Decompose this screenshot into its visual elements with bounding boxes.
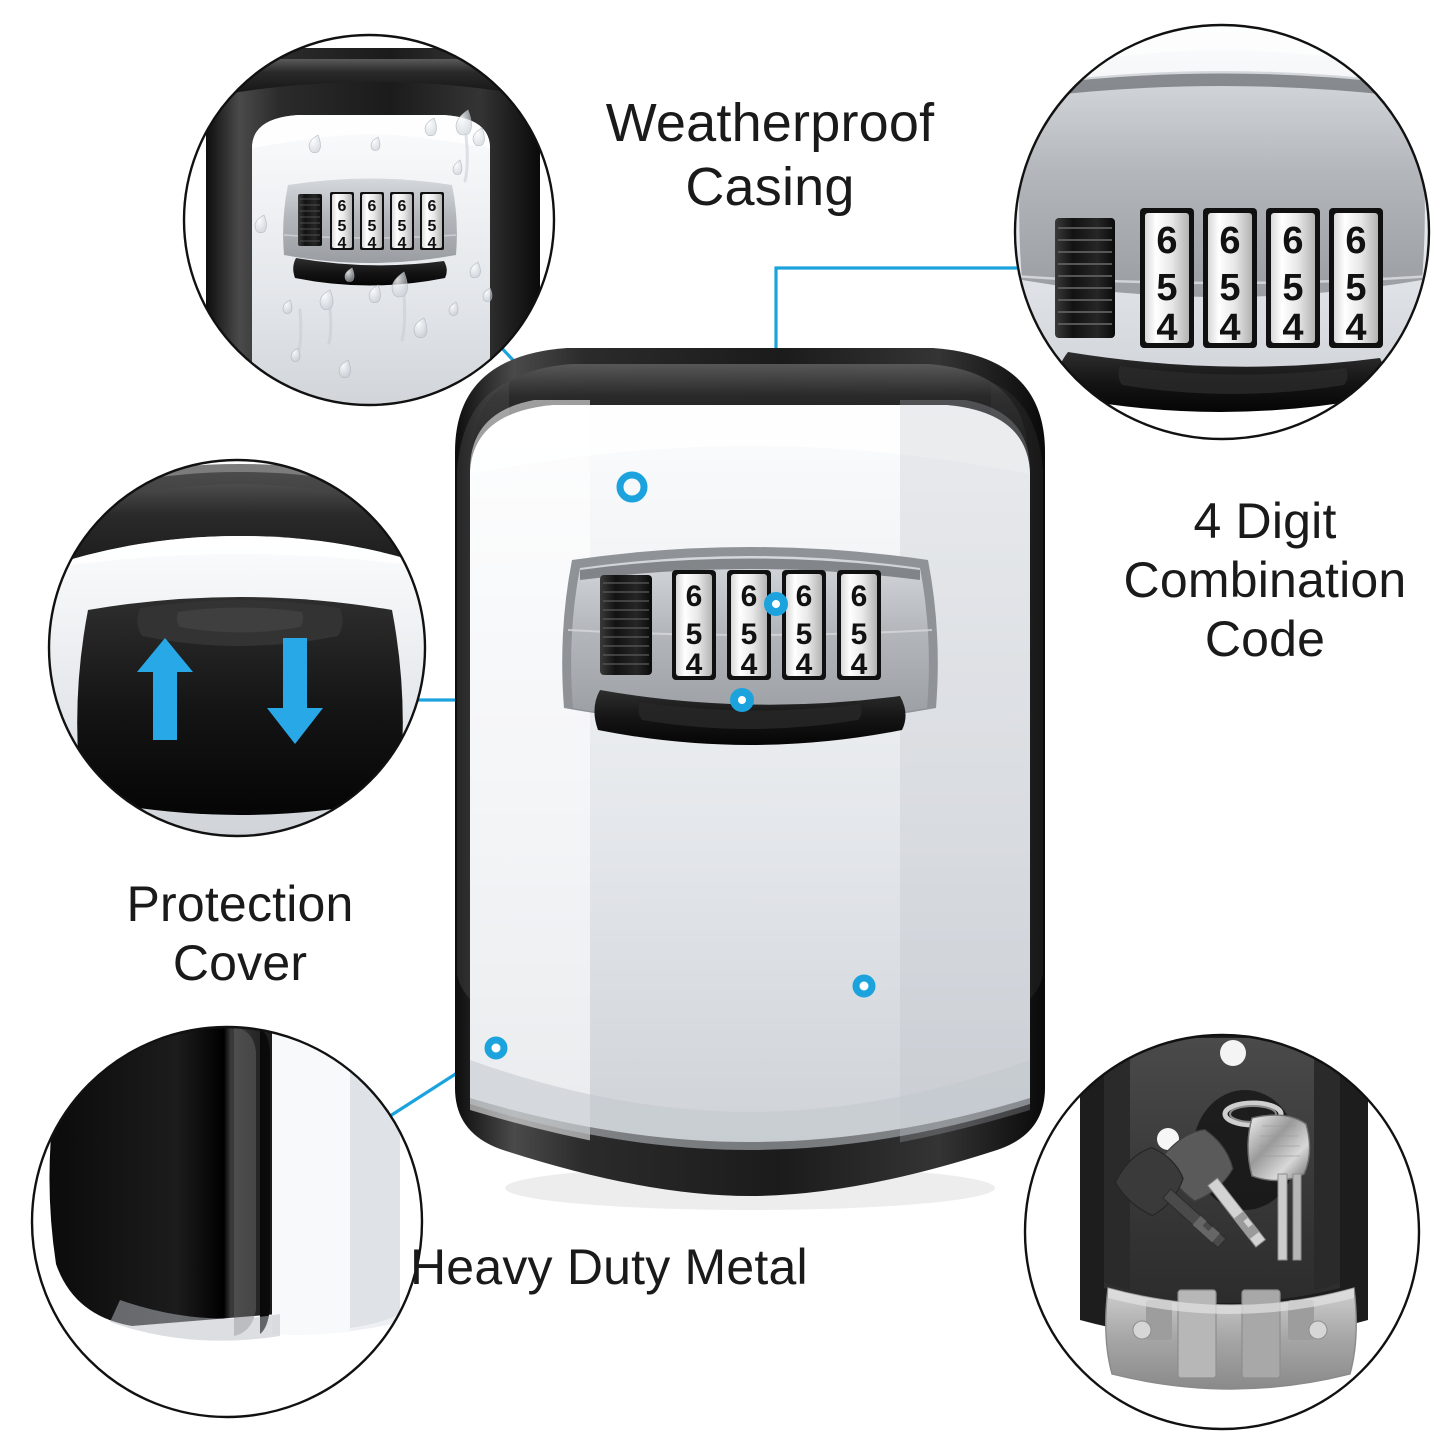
label-protection-cover: Protection Cover xyxy=(126,876,354,991)
main-product-lockbox: 6 5 4 6 5 4 6 5 4 xyxy=(455,348,1045,1210)
callout-circle-combination: 654 654 654 654 xyxy=(1013,23,1431,441)
callout-circle-protection-cover xyxy=(47,458,427,838)
svg-text:5: 5 xyxy=(338,218,347,235)
svg-text:5: 5 xyxy=(1282,267,1303,309)
svg-text:6: 6 xyxy=(428,198,437,215)
label-4-digit-combination-code: 4 Digit Combination Code xyxy=(1123,493,1407,667)
dial-4[interactable]: 6 5 4 xyxy=(837,570,881,681)
svg-text:6: 6 xyxy=(1219,220,1240,262)
protection-cover[interactable] xyxy=(594,690,906,745)
svg-text:4: 4 xyxy=(686,648,703,681)
combination-dials[interactable]: 6 5 4 6 5 4 6 5 4 xyxy=(672,570,881,681)
dial-3[interactable]: 6 5 4 xyxy=(782,570,826,681)
keys xyxy=(1114,1114,1311,1261)
dot-key-storage xyxy=(852,974,876,998)
svg-text:4: 4 xyxy=(1219,307,1240,349)
svg-text:5: 5 xyxy=(741,618,758,651)
dot-combination xyxy=(764,592,788,616)
zoom-dial-1: 6 54 xyxy=(1140,208,1194,349)
svg-text:6: 6 xyxy=(368,198,377,215)
svg-text:4: 4 xyxy=(398,235,407,252)
svg-text:6: 6 xyxy=(398,198,407,215)
svg-text:6: 6 xyxy=(796,580,813,613)
svg-text:4: 4 xyxy=(338,235,347,252)
svg-text:4: 4 xyxy=(741,648,758,681)
zoom-dial-4: 6 54 xyxy=(1329,208,1383,349)
svg-text:4: 4 xyxy=(428,235,437,252)
dot-protection xyxy=(730,688,754,712)
zoom-dial-3: 6 54 xyxy=(1266,208,1320,349)
dot-heavy-duty xyxy=(484,1036,508,1060)
svg-text:5: 5 xyxy=(1345,267,1366,309)
svg-text:4: 4 xyxy=(368,235,377,252)
svg-text:4: 4 xyxy=(1282,307,1303,349)
svg-text:5: 5 xyxy=(368,218,377,235)
dial-reset-knob xyxy=(600,575,652,675)
svg-text:5: 5 xyxy=(1156,267,1177,309)
svg-text:5: 5 xyxy=(796,618,813,651)
zoom-dial-2: 6 54 xyxy=(1203,208,1257,349)
label-heavy-duty-metal: Heavy Duty Metal xyxy=(410,1239,808,1295)
cover-direction-arrows xyxy=(137,638,323,744)
label-weatherproof-casing: Weatherproof Casing xyxy=(605,93,935,217)
water-droplets xyxy=(254,109,493,379)
dial-1[interactable]: 6 5 4 xyxy=(672,570,716,681)
latch-mechanism xyxy=(1105,1287,1357,1390)
svg-text:5: 5 xyxy=(1219,267,1240,309)
svg-text:5: 5 xyxy=(851,618,868,651)
callout-circle-key-storage xyxy=(1023,1033,1421,1431)
dial-2[interactable]: 6 5 4 xyxy=(727,570,771,681)
svg-text:4: 4 xyxy=(796,648,813,681)
svg-text:4: 4 xyxy=(851,648,868,681)
svg-text:6: 6 xyxy=(1282,220,1303,262)
svg-text:6: 6 xyxy=(686,580,703,613)
callout-circle-weatherproof: 654 654 654 654 xyxy=(182,33,556,407)
svg-text:6: 6 xyxy=(741,580,758,613)
svg-text:4: 4 xyxy=(1345,307,1366,349)
svg-text:5: 5 xyxy=(428,218,437,235)
svg-text:6: 6 xyxy=(851,580,868,613)
callout-dot-markers xyxy=(484,471,876,1060)
dot-weatherproof xyxy=(616,471,648,503)
svg-text:6: 6 xyxy=(338,198,347,215)
svg-text:6: 6 xyxy=(1156,220,1177,262)
callout-circle-heavy-duty-metal xyxy=(30,1025,424,1419)
svg-text:6: 6 xyxy=(1345,220,1366,262)
svg-text:5: 5 xyxy=(686,618,703,651)
svg-text:5: 5 xyxy=(398,218,407,235)
svg-text:4: 4 xyxy=(1156,307,1177,349)
